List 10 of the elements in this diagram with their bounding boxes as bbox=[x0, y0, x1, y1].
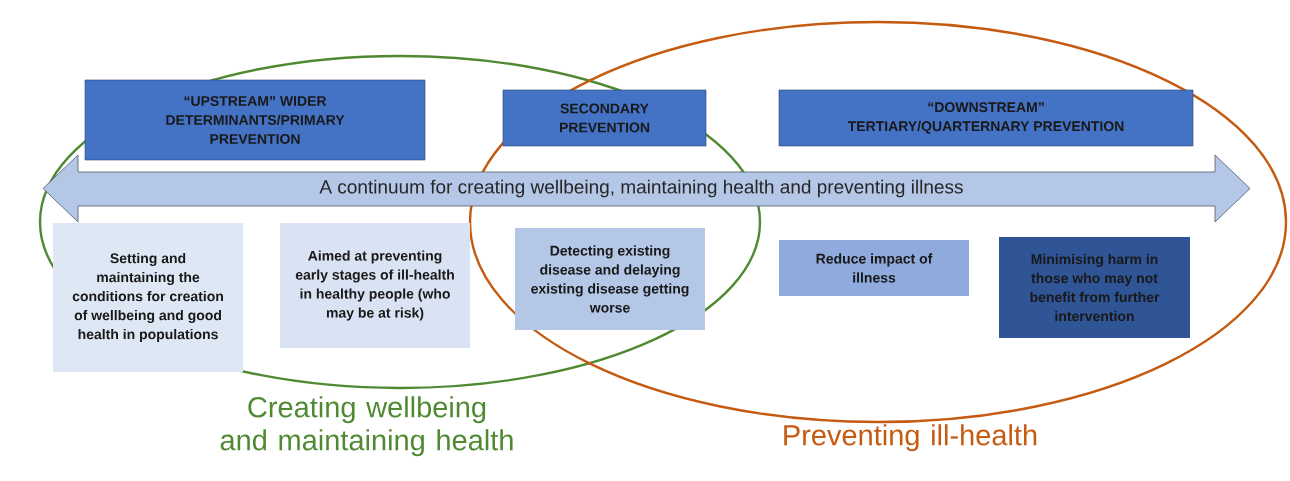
text-box: Detecting existing disease and delaying existing disease getting worse bbox=[515, 228, 705, 330]
ellipse-label: Creating wellbeing and maintaining health bbox=[220, 396, 513, 457]
header-box: SECONDARY PREVENTION bbox=[502, 89, 707, 147]
text-box: Minimising harm in those who may not benefit from further intervention bbox=[999, 237, 1190, 338]
ellipse-label: Preventing ill-health bbox=[784, 424, 1037, 452]
text-box: Setting and maintaining the conditions for creation of wellbeing and good health in populations bbox=[53, 223, 243, 372]
text-box: Aimed at preventing early stages of ill-health in healthy people (who may be at risk) bbox=[280, 223, 470, 348]
text-box: Reduce impact of illness bbox=[779, 240, 969, 296]
header-box: “UPSTREAM” WIDER DETERMINANTS/PRIMARY PREVENTION bbox=[84, 79, 426, 161]
header-box: “DOWNSTREAM” TERTIARY/QUARTERNARY PREVENTION bbox=[778, 89, 1194, 147]
